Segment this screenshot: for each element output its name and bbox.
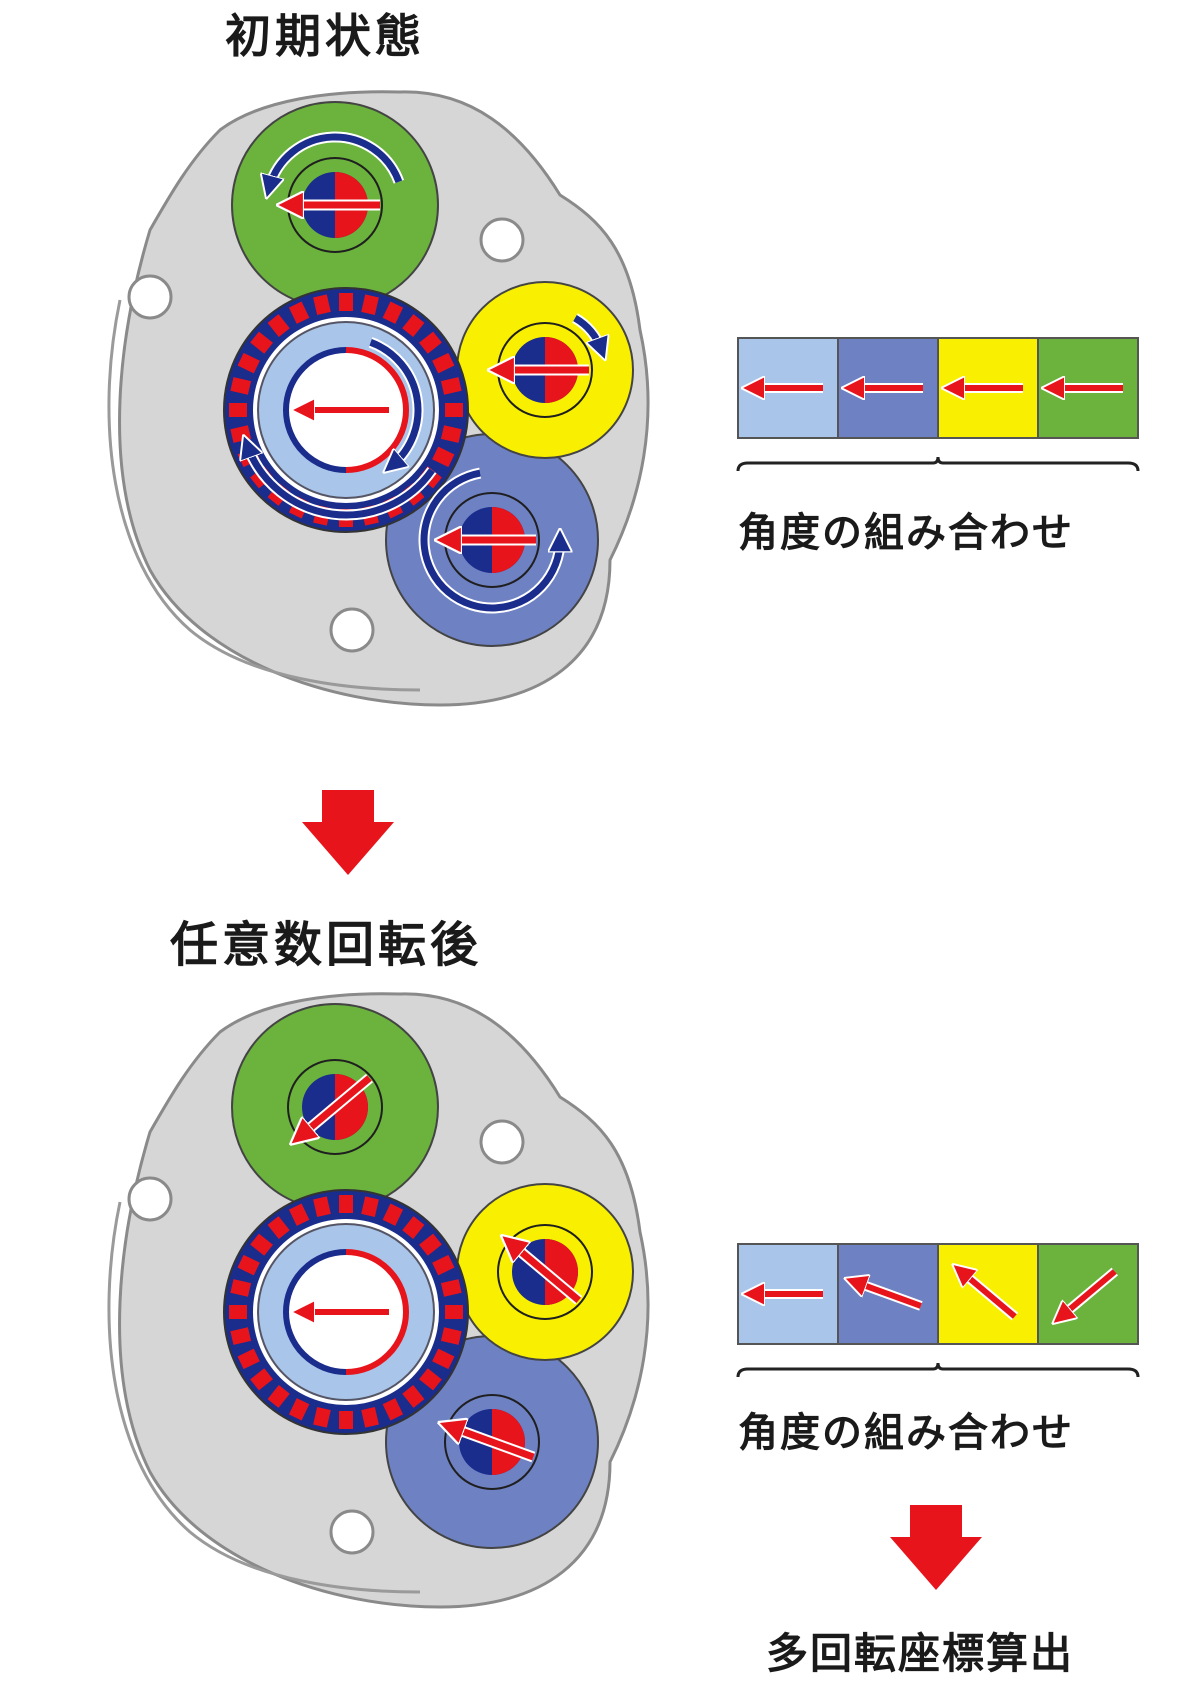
ring-magnet-pole: [288, 301, 310, 324]
ring-magnet-pole: [230, 1279, 252, 1297]
ring-magnet-pole: [440, 425, 462, 443]
rotation-arrow-icon: [420, 469, 560, 612]
ring-magnet-pole: [445, 1305, 463, 1319]
ring-magnet-pole: [237, 1254, 260, 1276]
ring-magnet-pole: [229, 1305, 247, 1319]
ring-magnet-pole: [361, 1406, 379, 1428]
ring-magnet-pole: [440, 377, 462, 395]
title-after-rotation: 任意数回転後: [170, 917, 483, 973]
gear-assembly-initial: [107, 90, 650, 707]
ring-magnet-pole: [229, 403, 247, 417]
ring-magnet-pole: [382, 1398, 404, 1421]
ring-magnet-pole: [339, 293, 353, 311]
mount-hole: [479, 217, 525, 263]
mount-hole: [127, 1176, 173, 1222]
ring-magnet-pole: [419, 1368, 442, 1391]
gear-assembly-after: [107, 992, 650, 1609]
mount-hole: [479, 1119, 525, 1165]
angle-combination-initial: [736, 337, 1140, 472]
ring-magnet-pole: [440, 1327, 462, 1345]
ring-magnet-pole: [250, 331, 273, 354]
ring-magnet-pole: [288, 1203, 310, 1226]
mount-hole: [127, 274, 173, 320]
ring-magnet-pole: [432, 1348, 455, 1370]
ring-magnet-pole: [361, 1196, 379, 1218]
ring-magnet-pole: [237, 1348, 260, 1370]
caption-combination-after: 角度の組み合わせ: [738, 1410, 1074, 1456]
ring-magnet-pole: [402, 1216, 425, 1239]
ring-magnet-pole: [419, 331, 442, 354]
rotation-arrow-icon: [247, 446, 435, 519]
brace: [736, 456, 1140, 472]
angle-arrow-mid-blue: [451, 1427, 535, 1461]
angle-combination-after: [736, 1243, 1140, 1378]
combination-arrow-3: [1061, 1269, 1117, 1317]
ring-magnet-pole: [382, 1203, 404, 1226]
ring-magnet-pole: [230, 1327, 252, 1345]
down-arrow-icon: [890, 1505, 982, 1590]
mount-hole: [329, 1509, 375, 1555]
ring-magnet-pole: [432, 1254, 455, 1276]
combination-arrow-2: [961, 1272, 1017, 1319]
rotation-arrow-icon: [573, 315, 601, 349]
ring-magnet-pole: [445, 403, 463, 417]
ring-magnet-pole: [339, 1411, 353, 1429]
ring-magnet-pole: [250, 1233, 273, 1256]
mount-hole: [329, 607, 375, 653]
angle-arrow-green: [301, 1075, 372, 1136]
title-initial-state: 初期状態: [225, 9, 425, 63]
ring-magnet-pole: [267, 1216, 290, 1239]
brace: [736, 1362, 1140, 1378]
ring-magnet-pole: [313, 294, 331, 316]
ring-magnet-pole: [361, 294, 379, 316]
angle-arrow-yellow: [511, 1244, 581, 1303]
ring-magnet-pole: [288, 1398, 310, 1421]
rotation-arrow-icon: [369, 339, 422, 465]
combination-arrow-1: [855, 1282, 922, 1309]
ring-magnet-pole: [440, 1279, 462, 1297]
ring-magnet-pole: [267, 1385, 290, 1408]
ring-magnet-pole: [313, 1196, 331, 1218]
ring-magnet-pole: [402, 314, 425, 337]
ring-magnet-pole: [230, 377, 252, 395]
ring-magnet-pole: [339, 1195, 353, 1213]
ring-magnet-pole: [432, 446, 455, 468]
ring-magnet-pole: [432, 352, 455, 374]
ring-magnet-pole: [250, 1368, 273, 1391]
ring-magnet-pole: [313, 1406, 331, 1428]
ring-magnet-pole: [419, 1233, 442, 1256]
result-label: 多回転座標算出: [766, 1629, 1075, 1678]
rotation-arrow-icon: [269, 133, 403, 187]
down-arrow-icon: [302, 790, 394, 875]
ring-magnet-pole: [402, 1385, 425, 1408]
ring-magnet-pole: [237, 352, 260, 374]
caption-combination-initial: 角度の組み合わせ: [738, 510, 1074, 556]
ring-magnet-pole: [267, 314, 290, 337]
ring-magnet-pole: [382, 301, 404, 324]
